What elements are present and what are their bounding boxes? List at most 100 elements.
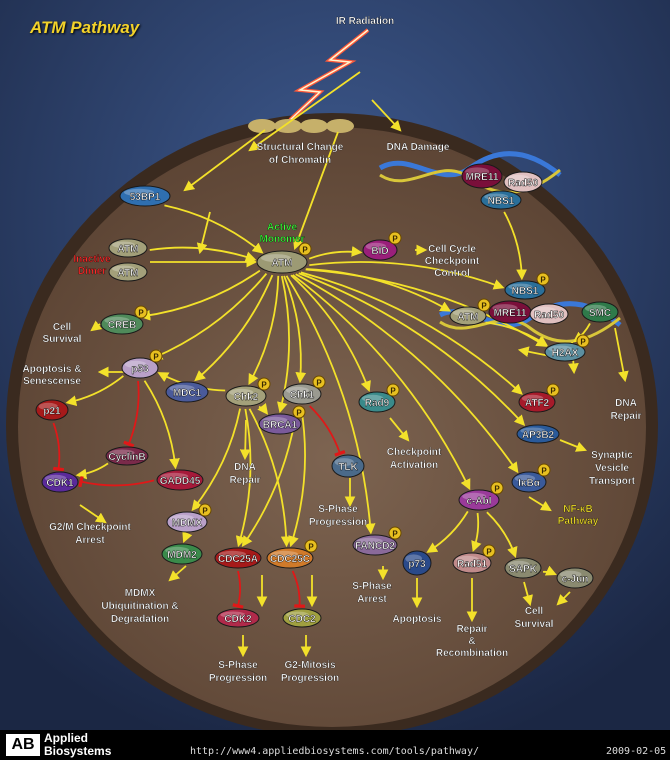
node-atm_d1[interactable]: ATM: [108, 238, 148, 258]
node-label-p21: p21: [43, 406, 61, 417]
phospho-badge: P: [198, 503, 212, 517]
node-shape-cdc2: [282, 608, 322, 628]
svg-text:P: P: [580, 338, 586, 347]
label-mdmx3: Degradation: [111, 614, 169, 625]
node-label-cdc25a: CDC25A: [218, 554, 258, 565]
node-sapk[interactable]: SAPK: [504, 557, 542, 579]
label-apop2: Senescense: [23, 376, 81, 387]
node-ap3b2[interactable]: AP3B2: [516, 424, 560, 444]
label-g2m1: G2/M Checkpoint: [49, 522, 131, 533]
phospho-badge: P: [388, 231, 402, 245]
svg-text:P: P: [302, 246, 308, 255]
node-shape-cdc25c: [266, 547, 314, 569]
node-smc[interactable]: SMC: [581, 301, 619, 323]
label-nfkb1: NF-κB: [563, 504, 592, 515]
node-tlk[interactable]: TLK: [331, 454, 365, 478]
label-syn2: Vesicle: [595, 463, 629, 474]
node-bp53[interactable]: 53BP1: [119, 185, 171, 207]
node-shape-p21: [35, 399, 69, 421]
label-active1: Active: [267, 222, 297, 233]
arrow-11: [239, 419, 251, 461]
label-ccc3: Control: [434, 268, 470, 279]
label-inactive2: Dimer: [78, 266, 106, 277]
edge-gadd45-cdk1: [78, 476, 155, 488]
node-cdc25a[interactable]: CDC25A: [214, 547, 262, 569]
node-shape-brca1: [258, 413, 302, 435]
node-shape-nbs1a: [480, 190, 522, 210]
node-shape-mdm2: [161, 543, 203, 565]
node-p73[interactable]: p73: [402, 550, 432, 576]
label-cjun_surv1: Cell: [525, 606, 544, 617]
phospho-badge: P: [537, 463, 551, 477]
label-dnar2: Repair: [610, 411, 641, 422]
node-rad50a[interactable]: Rad50: [503, 171, 543, 193]
label-tlk2: Progression: [309, 517, 367, 528]
label-ir: IR Radiation: [336, 16, 394, 27]
edge-chk2-cdc25a: [235, 408, 252, 548]
node-label-fancd2: FANCD2: [355, 541, 395, 552]
node-mre11b[interactable]: MRE11: [488, 300, 532, 324]
edge-p53-cyclinb: [123, 380, 140, 448]
node-cjun[interactable]: c-Jun: [556, 567, 594, 589]
label-cell_surv2: Survival: [43, 334, 82, 345]
node-cdk2[interactable]: CDK2: [216, 608, 260, 628]
node-cdk1[interactable]: CDK1: [41, 471, 79, 493]
svg-text:P: P: [392, 530, 398, 539]
node-p21[interactable]: p21: [35, 399, 69, 421]
node-nbs1a[interactable]: NBS1: [480, 190, 522, 210]
phospho-badge: P: [298, 242, 312, 256]
edge-smc-h2ax: [572, 323, 591, 343]
node-label-nbs1b: NBS1: [512, 286, 539, 297]
node-label-rad9: Rad9: [365, 398, 390, 409]
edge-sapk-cjun: [543, 565, 557, 576]
svg-text:P: P: [138, 309, 144, 318]
node-label-mre11b: MRE11: [494, 308, 527, 319]
edge-chk1-tlk: [309, 405, 346, 457]
node-fancd2[interactable]: FANCD2 P: [352, 526, 402, 556]
node-rad50b[interactable]: Rad50: [529, 303, 569, 325]
node-shape-fancd2: [352, 534, 398, 556]
node-atm_d2[interactable]: ATM: [108, 262, 148, 282]
node-label-bid: BID: [371, 246, 388, 257]
edge-chk2-mdmx: [191, 408, 241, 512]
footer-url[interactable]: http://www4.appliedbiosystems.com/tools/…: [190, 746, 479, 757]
node-label-cjun: c-Jun: [562, 574, 589, 585]
edge-atm_main-chk1: [283, 275, 307, 384]
node-cdc2[interactable]: CDC2: [282, 608, 322, 628]
edge-chk1-cdc25c: [288, 406, 306, 548]
node-mdm2[interactable]: MDM2: [161, 543, 203, 565]
edge-atm_main-rad9: [290, 274, 371, 393]
label-mdmx1: MDMX: [125, 588, 156, 599]
node-gadd45[interactable]: GADD45: [156, 469, 204, 491]
phospho-badge: P: [312, 375, 326, 389]
phospho-badge: P: [257, 377, 271, 391]
svg-text:P: P: [261, 381, 267, 390]
label-dnar1: DNA: [615, 398, 637, 409]
node-cyclinb[interactable]: CyclinB: [105, 446, 149, 466]
label-repair2: &: [468, 636, 475, 647]
node-mdc1[interactable]: MDC1: [165, 381, 209, 403]
label-dna_rep1: DNA: [234, 462, 256, 473]
phospho-badge: P: [388, 526, 402, 540]
edge-cabl-p73: [426, 510, 469, 553]
arrow-24: [559, 439, 588, 452]
node-mre11a[interactable]: MRE11: [461, 163, 503, 189]
edge-chk2-cdc25c: [248, 408, 292, 548]
